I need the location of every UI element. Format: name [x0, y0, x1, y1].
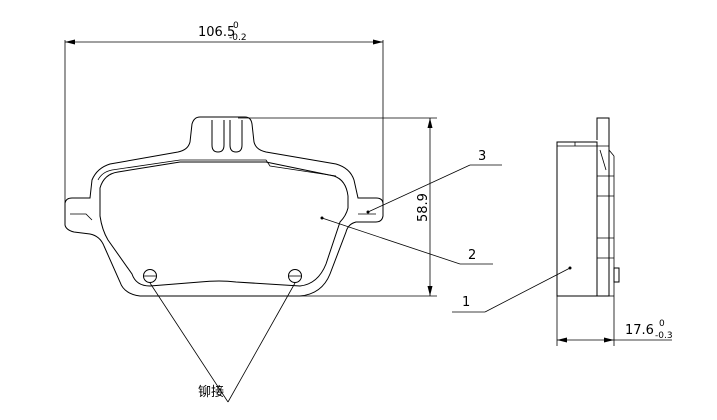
width-tol-lower: -0.2 [229, 33, 247, 43]
side-view [556, 117, 620, 297]
backing-plate-outline [64, 116, 384, 297]
rivet-right [288, 269, 302, 283]
rivet-leader-right [227, 282, 296, 403]
plate-step-right [180, 159, 337, 177]
callout-3: 3 [366, 149, 502, 214]
rivet-leader-left [149, 282, 229, 403]
svg-text:2: 2 [468, 248, 476, 263]
height-dimension: 58.9 [238, 117, 437, 297]
thickness-value: 17.6 [625, 323, 654, 338]
left-ear-line [70, 213, 93, 221]
width-value: 106.5 [198, 25, 235, 40]
width-dimension: 106.5 0 -0.2 [64, 21, 384, 205]
height-value: 58.9 [416, 193, 431, 222]
rivet-label: 铆接 [198, 384, 224, 400]
top-tab [211, 120, 243, 153]
rivet-left [143, 269, 157, 283]
plate-step-left [97, 159, 181, 181]
thickness-tol-upper: 0 [659, 319, 665, 329]
friction-material-outline [99, 161, 349, 287]
thickness-tol-lower: -0.3 [655, 331, 673, 341]
callout-1: 1 [452, 266, 572, 313]
svg-text:3: 3 [478, 149, 486, 164]
width-tol-upper: 0 [233, 21, 239, 31]
svg-text:1: 1 [462, 295, 470, 310]
thickness-dimension: 17.6 0 -0.3 [556, 296, 673, 346]
callout-2: 2 [320, 216, 493, 265]
